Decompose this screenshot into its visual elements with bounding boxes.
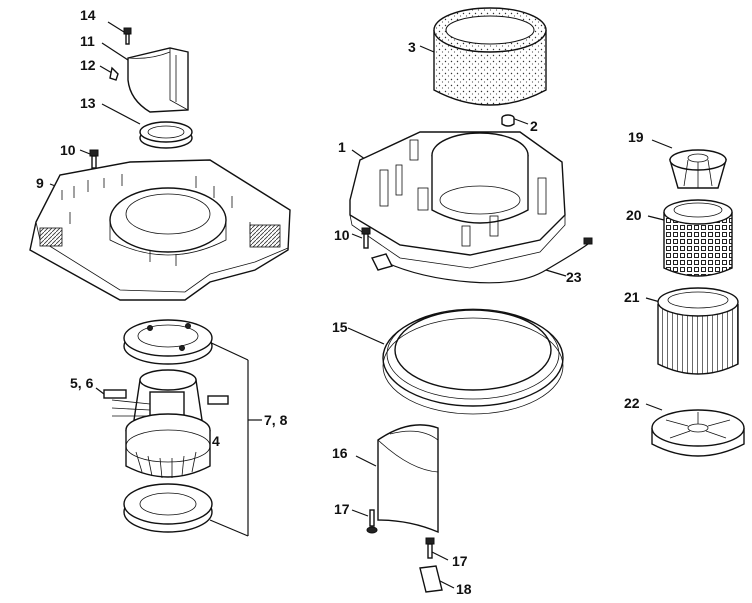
part-18-latch (419, 565, 455, 593)
part-11-outlet-cover (101, 42, 189, 113)
callout-18: 18 (456, 581, 472, 597)
callout-22: 22 (624, 395, 640, 411)
callout-1: 1 (338, 139, 346, 155)
callout-16: 16 (332, 445, 348, 461)
part-20-cage (647, 199, 733, 277)
part-10-screw-center (351, 227, 371, 249)
part-motor-top-cap (123, 319, 213, 365)
callout-10-left: 10 (60, 142, 76, 158)
callout-14: 14 (80, 7, 96, 23)
callout-21: 21 (624, 289, 640, 305)
part-9-housing-plate (29, 159, 291, 301)
part-3-foam-filter (419, 7, 547, 106)
part-4-motor (111, 369, 211, 479)
callout-5-6: 5, 6 (70, 375, 94, 391)
callout-labels: 14 11 12 13 10 9 5, 6 4 7, 8 3 2 1 10 23… (36, 7, 644, 597)
callout-20: 20 (626, 207, 642, 223)
callout-15: 15 (332, 319, 348, 335)
callout-7-8: 7, 8 (264, 412, 288, 428)
part-1-lid (349, 131, 566, 269)
part-17-screw-a (351, 509, 378, 534)
callout-4: 4 (212, 433, 220, 449)
part-17-screw-b (425, 537, 449, 561)
callout-19: 19 (628, 129, 644, 145)
part-13-ring (101, 103, 193, 149)
part-5-6-brushes (95, 387, 229, 405)
callout-2: 2 (530, 118, 538, 134)
callout-12: 12 (80, 57, 96, 73)
part-motor-seal-ring (123, 483, 213, 533)
callout-9: 9 (36, 175, 44, 191)
part-15-gasket (347, 308, 564, 415)
callout-3: 3 (408, 39, 416, 55)
part-23-wire (370, 237, 593, 284)
callout-10-center: 10 (334, 227, 350, 243)
callout-23: 23 (566, 269, 582, 285)
part-10-screw-left (79, 149, 99, 169)
callout-17-left: 17 (334, 501, 350, 517)
part-14-screw (107, 21, 132, 45)
part-2-plug (501, 114, 529, 127)
callout-13: 13 (80, 95, 96, 111)
part-16-deflector (355, 424, 439, 534)
part-21-cartridge-filter (645, 287, 739, 375)
callout-17-right: 17 (452, 553, 468, 569)
callout-11: 11 (80, 33, 95, 49)
part-19-impeller (651, 139, 727, 189)
part-22-end-cap (645, 403, 745, 457)
part-12-clip (99, 65, 119, 81)
